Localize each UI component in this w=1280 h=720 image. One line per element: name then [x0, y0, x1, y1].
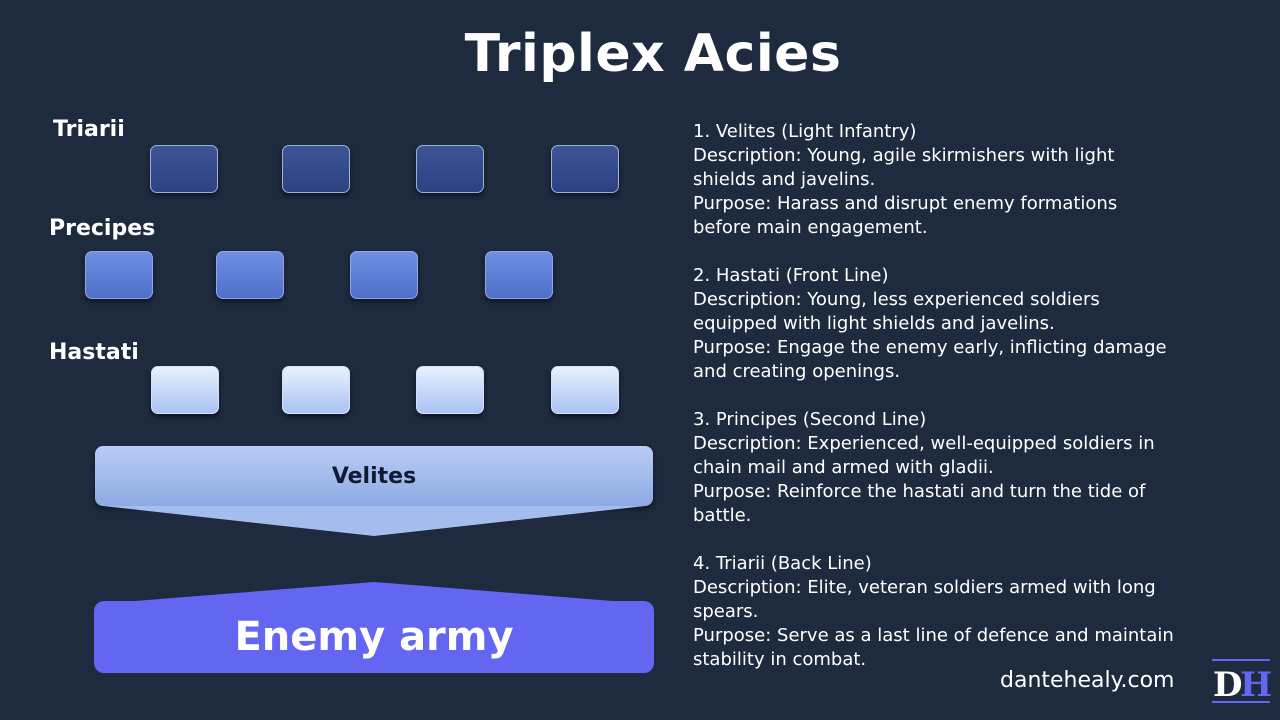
desc-line: Purpose: Reinforce the hastati and turn … — [693, 481, 1146, 502]
enemy-army-label: Enemy army — [234, 614, 514, 660]
desc-line: Purpose: Harass and disrupt enemy format… — [693, 193, 1118, 214]
hastati-unit — [416, 366, 484, 414]
desc-line: Description: Young, less experienced sol… — [693, 289, 1100, 310]
desc-line: battle. — [693, 505, 752, 526]
precipes-unit — [85, 251, 153, 299]
precipes-unit — [350, 251, 418, 299]
row-label-triarii: Triarii — [53, 117, 125, 142]
description-panel: 1. Velites (Light Infantry) Description:… — [693, 120, 1253, 672]
desc-line: and creating openings. — [693, 361, 901, 382]
hastati-unit — [282, 366, 350, 414]
row-label-precipes: Precipes — [49, 216, 156, 241]
desc-line: stability in combat. — [693, 649, 867, 670]
desc-heading: 2. Hastati (Front Line) — [693, 265, 889, 286]
desc-line: chain mail and armed with gladii. — [693, 457, 994, 478]
page-title: Triplex Acies — [464, 24, 842, 84]
desc-line: Purpose: Engage the enemy early, inflict… — [693, 337, 1167, 358]
precipes-unit — [485, 251, 553, 299]
desc-line: shields and javelins. — [693, 169, 876, 190]
desc-line: Purpose: Serve as a last line of defence… — [693, 625, 1174, 646]
triarii-unit — [416, 145, 484, 193]
velites-arrow — [103, 506, 645, 536]
desc-line: Description: Elite, veteran soldiers arm… — [693, 577, 1156, 598]
row-label-hastati: Hastati — [49, 340, 139, 365]
desc-heading: 1. Velites (Light Infantry) — [693, 121, 917, 142]
triarii-unit — [282, 145, 350, 193]
svg-text:D: D — [1213, 665, 1242, 704]
enemy-arrow — [123, 582, 625, 602]
svg-text:H: H — [1240, 665, 1272, 704]
desc-heading: 3. Principes (Second Line) — [693, 409, 927, 430]
desc-line: before main engagement. — [693, 217, 928, 238]
desc-heading: 4. Triarii (Back Line) — [693, 553, 872, 574]
dh-logo-icon: D H — [1212, 659, 1272, 704]
desc-line: spears. — [693, 601, 759, 622]
desc-line: Description: Young, agile skirmishers wi… — [693, 145, 1115, 166]
desc-line: Description: Experienced, well-equipped … — [693, 433, 1155, 454]
precipes-unit — [216, 251, 284, 299]
triarii-unit — [551, 145, 619, 193]
desc-line: equipped with light shields and javelins… — [693, 313, 1055, 334]
triarii-unit — [150, 145, 218, 193]
hastati-unit — [551, 366, 619, 414]
website-link[interactable]: dantehealy.com — [1000, 668, 1175, 693]
enemy-army-box: Enemy army — [94, 601, 654, 673]
hastati-unit — [151, 366, 219, 414]
velites-label: Velites — [331, 463, 417, 489]
velites-box: Velites — [95, 446, 653, 506]
